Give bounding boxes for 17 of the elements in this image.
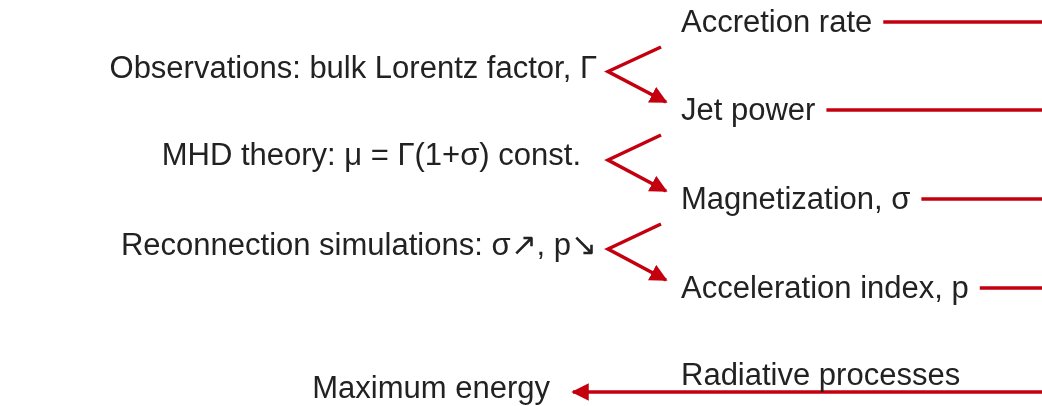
node-label: MHD theory: μ = Γ(1+σ) const. <box>161 137 581 173</box>
arrow <box>604 45 668 104</box>
node-label: Accretion rate <box>681 4 873 40</box>
connector-line <box>826 108 1042 112</box>
node-label: Acceleration index, p <box>681 270 969 306</box>
connector-line <box>883 20 1042 24</box>
connector-line <box>979 286 1042 290</box>
edge-label: Radiative processes <box>681 357 961 393</box>
node-label: Jet power <box>681 92 816 128</box>
connector-line <box>921 197 1042 201</box>
node-label: Reconnection simulations: σ↗, p↘ <box>120 227 597 263</box>
node-label: Magnetization, σ <box>681 181 911 217</box>
arrow <box>604 222 668 282</box>
node-label: Observations: bulk Lorentz factor, Γ <box>109 50 597 86</box>
node-label: Maximum energy <box>312 370 550 406</box>
arrow <box>604 133 668 193</box>
arrow <box>571 383 1042 401</box>
